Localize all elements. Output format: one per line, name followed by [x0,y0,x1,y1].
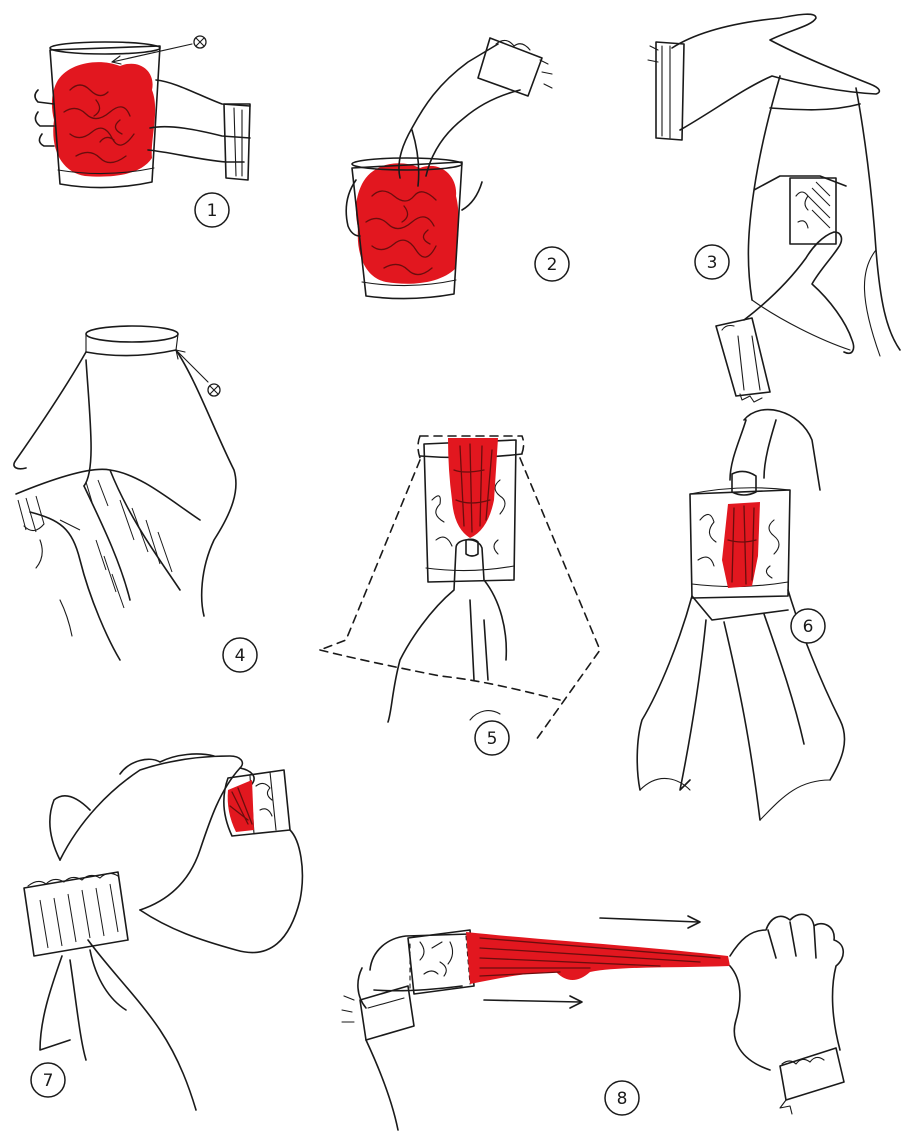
step-number-label: 4 [235,646,246,666]
handkerchief [748,76,900,350]
hand [358,934,470,1008]
red-silk [448,438,498,538]
step-number-label: 1 [207,201,218,221]
rubber-band [86,350,176,356]
red-silk [52,62,155,177]
handkerchief [14,350,236,616]
step-number-badge: 2 [535,247,569,281]
step-number-badge: 7 [31,1063,65,1097]
hand [730,914,843,1070]
hand [60,754,254,910]
step-number-label: 6 [803,617,814,637]
hand [730,410,820,490]
panel-8-pulling-silk [342,914,844,1130]
arrow-right-icon [600,916,700,928]
panel-2-pushing-silk [346,38,552,299]
handkerchief [50,796,303,1110]
panel-4-cloth-with-band [14,326,236,660]
step-number-label: 2 [547,255,558,275]
hand [388,540,506,722]
step-number-badge: 6 [791,609,825,643]
hand [672,14,879,130]
panel-5-loading-holder [320,436,600,740]
circled-times-icon [208,384,220,396]
red-silk [356,163,459,284]
step-number-badge: 4 [223,638,257,672]
panel-1-glass-with-silk [35,36,250,188]
panel-7-palmed-holder [24,754,302,1110]
step-number-badge: 5 [475,721,509,755]
arrow-right-icon [484,996,582,1008]
circled-times-icon [194,36,206,48]
step-number-badge: 8 [605,1081,639,1115]
step-number-label: 3 [707,253,718,273]
step-number-label: 7 [43,1071,54,1091]
red-silk [228,780,254,832]
step-number-label: 5 [487,729,498,749]
step-number-label: 8 [617,1089,628,1109]
hand [744,232,854,353]
step-badges: 1 2 3 4 5 6 7 8 [31,193,825,1115]
step-number-badge: 1 [195,193,229,227]
panel-3-hidden-holder [648,14,900,402]
step-number-badge: 3 [695,245,729,279]
